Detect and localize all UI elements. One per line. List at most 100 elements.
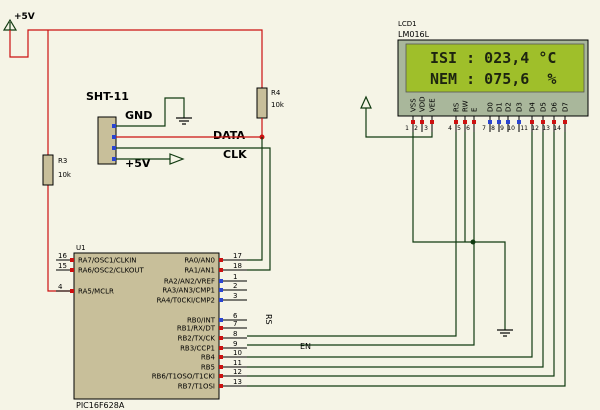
lcd-pin-name: D2 bbox=[505, 102, 513, 112]
mcu-pin-name: RA7/OSC1/CLKIN bbox=[78, 257, 137, 265]
lcd-pin-name: VSS bbox=[410, 98, 418, 112]
vcc-label: +5V bbox=[14, 12, 35, 22]
lcd-pin-num: 10 bbox=[507, 125, 515, 132]
lcd-pins: VSS1VDD2VEE3RS4RW5E6D07D18D29D310D411D51… bbox=[405, 96, 570, 132]
lcd-pin-num: 5 bbox=[457, 125, 461, 132]
lcd-line-2: NEM : 075,6 % bbox=[430, 70, 556, 88]
mcu-pin-name: RB5 bbox=[201, 364, 215, 372]
lcd-part: LM016L bbox=[398, 30, 430, 39]
mcu-pin-num: 18 bbox=[233, 262, 242, 270]
r4-ref: R4 bbox=[271, 89, 281, 97]
d4-wire bbox=[247, 132, 533, 358]
lcd-pin-e: E6 bbox=[466, 108, 479, 132]
lcd-pin-num: 12 bbox=[531, 125, 539, 132]
rs-wire bbox=[247, 132, 457, 337]
mcu-pin-num: 13 bbox=[233, 378, 242, 386]
lcd-ground-symbol bbox=[497, 329, 513, 337]
lcd-line-1: ISI : 023,4 °C bbox=[430, 49, 556, 67]
lcd-pin-num: 6 bbox=[466, 125, 470, 132]
lcd-pin-name: VDD bbox=[419, 96, 427, 112]
mcu-pin-num: 1 bbox=[233, 273, 237, 281]
lcd-pin-num: 4 bbox=[448, 125, 452, 132]
ground-symbol bbox=[176, 117, 192, 125]
mcu-pin-name: RB2/TX/CK bbox=[178, 335, 216, 343]
lcd-vee-wire bbox=[365, 108, 433, 138]
lcd-pin-name: D7 bbox=[562, 102, 570, 112]
mcu-pin-name: RB4 bbox=[201, 354, 216, 362]
sht11-clk-label: CLK bbox=[223, 148, 247, 161]
lcd-pin-num: 8 bbox=[491, 125, 495, 132]
lcd-pin-name: RW bbox=[462, 100, 470, 112]
lcd-ref: LCD1 bbox=[398, 20, 417, 28]
lcd-pin-name: D4 bbox=[529, 102, 537, 112]
mcu-pin-num: 7 bbox=[233, 320, 237, 328]
r3-mclr-wire bbox=[47, 185, 74, 292]
mcu-pin-name: RA5/MCLR bbox=[78, 288, 114, 296]
mcu-pin-name: RA4/T0CKI/CMP2 bbox=[157, 297, 215, 305]
mcu-pin-name: RA0/AN0 bbox=[184, 257, 215, 265]
mcu-pin-num: 16 bbox=[58, 252, 67, 260]
mcu-pin-name: RB7/T1OSI bbox=[178, 383, 215, 391]
lcd-pin-d1: D1 8 bbox=[491, 102, 504, 132]
mcu-pin-num: 2 bbox=[233, 282, 237, 290]
lcd-pin-name: D5 bbox=[540, 102, 548, 112]
lcd-pin-d5: D5 12 bbox=[531, 102, 548, 132]
mcu-pin-num: 3 bbox=[233, 292, 237, 300]
mcu-pin-num: 12 bbox=[233, 368, 242, 376]
lcd-vdd-arrow bbox=[360, 95, 372, 109]
lcd-pin-num: 13 bbox=[542, 125, 550, 132]
lcd-pin-num: 7 bbox=[482, 125, 486, 132]
lcd-pin-d7: D7 14 bbox=[553, 102, 570, 132]
lcd-pin-name: E bbox=[471, 108, 479, 112]
lcd-pin-rs: RS4 bbox=[448, 102, 461, 132]
mcu-pin-name: RA3/AN3/CMP1 bbox=[162, 287, 215, 295]
lcd-pin-name: D1 bbox=[496, 102, 504, 112]
data-mcu-wire bbox=[247, 137, 263, 261]
mcu-u1[interactable]: U1 PIC16F628A 16RA7/OSC1/CLKIN15RA6/OSC2… bbox=[56, 244, 247, 410]
en-net-label: EN bbox=[300, 342, 311, 351]
vcc-terminal[interactable]: +5V bbox=[2, 12, 35, 31]
mcu-part: PIC16F628A bbox=[76, 401, 125, 410]
mcu-pin-num: 6 bbox=[233, 312, 238, 320]
sht11-gnd-label: GND bbox=[125, 109, 152, 122]
mcu-pin-num: 8 bbox=[233, 330, 237, 338]
resistor-r4[interactable]: R4 10k bbox=[256, 87, 285, 119]
lcd-pin-num: 14 bbox=[553, 125, 561, 132]
sht11-sensor[interactable]: SHT-11 GND DATA CLK +5V bbox=[86, 90, 247, 170]
r3-ref: R3 bbox=[58, 157, 67, 165]
en-wire bbox=[247, 132, 475, 346]
sht11-vcc-arrow bbox=[169, 153, 185, 165]
mcu-pin-name: RB3/CCP1 bbox=[180, 345, 215, 353]
lcd-pin-num: 11 bbox=[520, 125, 528, 132]
rs-net-label: RS bbox=[264, 314, 273, 325]
mcu-pin-num: 9 bbox=[233, 340, 237, 348]
lcd-lm016l[interactable]: LCD1 LM016L ISI : 023,4 °C NEM : 075,6 %… bbox=[397, 20, 589, 132]
mcu-ref: U1 bbox=[76, 244, 86, 252]
sht11-vcc-label: +5V bbox=[125, 157, 151, 170]
lcd-pin-num: 1 bbox=[405, 125, 409, 132]
mcu-right-pins: 1 7 RA0/AN018RA1/AN11RA2/AN2/VREF2RA3/AN3/… bbox=[152, 252, 247, 391]
mcu-pin-num: 15 bbox=[58, 262, 67, 270]
mcu-pin-num: 4 bbox=[58, 283, 63, 291]
d7-wire bbox=[247, 132, 566, 387]
d6-wire bbox=[247, 132, 555, 377]
resistor-r3[interactable]: R3 10k bbox=[42, 154, 72, 186]
lcd-vss-wire bbox=[412, 132, 506, 330]
lcd-pin-d2: D29 bbox=[500, 102, 513, 132]
mcu-pin-name: RA6/OSC2/CLKOUT bbox=[78, 267, 144, 275]
